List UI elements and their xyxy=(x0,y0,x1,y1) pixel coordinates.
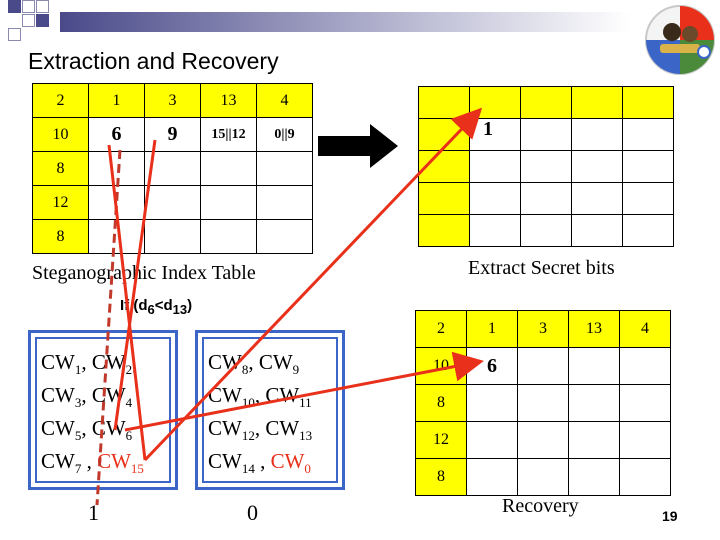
recovery-cell: 12 xyxy=(415,421,467,459)
recovery-cell: 2 xyxy=(415,310,467,348)
page-number: 19 xyxy=(662,508,678,524)
slide-title: Extraction and Recovery xyxy=(28,48,279,74)
extracted-bit: 1 xyxy=(483,118,493,140)
recovery-cell: 6 xyxy=(466,347,518,385)
logo-icon xyxy=(645,5,715,75)
index-cell: 1 xyxy=(88,83,145,118)
recovery-cell: 1 xyxy=(466,310,518,348)
recovery-cell: 3 xyxy=(517,310,569,348)
index-cell: 13 xyxy=(200,83,257,118)
recovery-caption: Recovery xyxy=(502,495,579,517)
index-cell: 2 xyxy=(32,83,89,118)
condition-label: If (d6<d13) xyxy=(120,297,193,317)
index-cell: 9 xyxy=(144,117,201,152)
index-table-caption: Steganographic Index Table xyxy=(32,262,256,284)
index-cell: 3 xyxy=(144,83,201,118)
recovery-cell: 8 xyxy=(415,458,467,496)
right-arrow-icon xyxy=(318,124,398,168)
recovery-table: 2 1 3 13 4 10 6 8 12 8 xyxy=(415,310,671,496)
index-cell: 4 xyxy=(256,83,313,118)
index-table: 2 1 3 13 4 10 6 9 15||12 0||9 8 12 8 xyxy=(32,83,313,254)
index-cell: 8 xyxy=(32,151,89,186)
right-group-bit: 0 xyxy=(247,500,258,525)
secret-grid-caption: Extract Secret bits xyxy=(468,257,615,279)
recovery-cell: 10 xyxy=(415,347,467,385)
index-cell: 10 xyxy=(32,117,89,152)
secret-bits-grid xyxy=(418,86,674,247)
index-cell: 8 xyxy=(32,219,89,254)
recovery-cell: 8 xyxy=(415,384,467,422)
index-cell: 12 xyxy=(32,185,89,220)
index-cell: 15||12 xyxy=(200,117,257,152)
left-group-bit: 1 xyxy=(88,500,99,525)
index-cell: 0||9 xyxy=(256,117,313,152)
codeword-left-line: CW7 , CW15 xyxy=(41,449,144,477)
index-cell: 6 xyxy=(88,117,145,152)
codeword-right-line: CW14 , CW0 xyxy=(208,449,311,477)
recovery-cell: 4 xyxy=(619,310,671,348)
recovery-cell: 13 xyxy=(568,310,620,348)
